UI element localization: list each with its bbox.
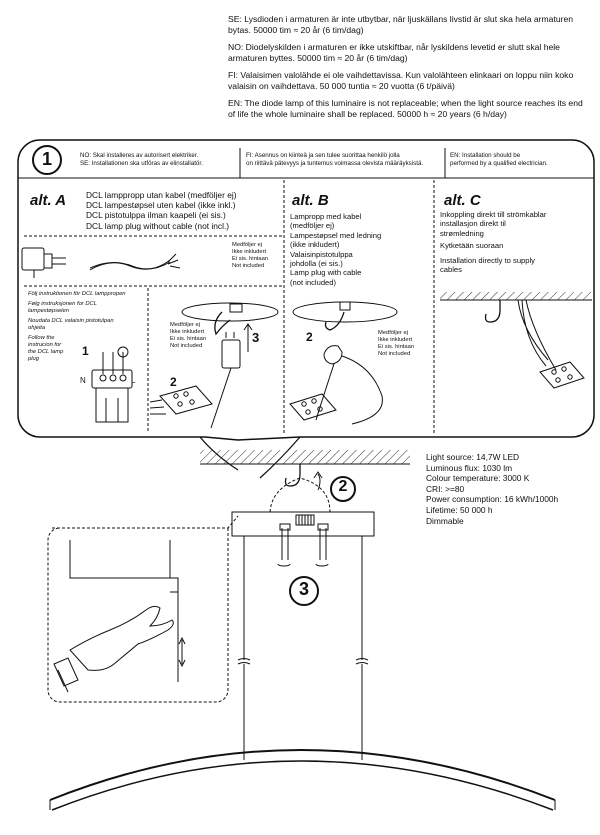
not-included-line: Medföljer ej xyxy=(232,242,262,248)
alt-a-title: alt. A xyxy=(30,192,67,209)
alt-b-line: Lampestøpsel med ledning xyxy=(290,230,382,240)
spec-power-consumption: Power consumption: 16 kWh/1000h xyxy=(426,494,559,505)
neutral-label: N xyxy=(80,376,86,385)
install-note-en-2: performed by a qualified electrician. xyxy=(450,160,548,167)
not-included-line: Ei sis. hintaan xyxy=(170,336,207,342)
alt-b-line: johdolla (ei sis.) xyxy=(290,259,343,269)
alt-b-line: (not included) xyxy=(290,277,337,287)
alt-b-line: (ikke inkludert) xyxy=(290,240,340,250)
alt-c-title: alt. C xyxy=(444,192,481,209)
follow-line: Följ instruktionen för DCL lamppropen xyxy=(28,291,126,297)
not-included-line: Ikke inkludert xyxy=(378,337,413,343)
alt-b-line: Valaisinpistotulppa xyxy=(290,249,353,259)
not-included-line: Medföljer ej xyxy=(378,330,408,336)
install-note-fi-1: FI: Asennus on kiinteä ja sen tulee suor… xyxy=(246,152,400,159)
not-included-line: Not included xyxy=(232,263,265,269)
install-note-en: EN: Installation should be performed by … xyxy=(450,152,590,168)
spec-luminous-flux: Luminous flux: 1030 lm xyxy=(426,462,513,473)
alt-a-follow-instructions: Följ instruktionen för DCL lamppropen Fø… xyxy=(28,291,146,363)
follow-line: Follow the instrucion for the DCL lamp p… xyxy=(28,335,64,362)
spec-dimmable: Dimmable xyxy=(426,515,464,526)
intro-fi: FI: Valaisimen valolähde ei ole vaihdett… xyxy=(228,70,574,91)
alt-a-step-1: 1 xyxy=(82,344,89,358)
alt-a-line: DCL lamppropp utan kabel (medföljer ej) xyxy=(86,190,237,200)
not-included-line: Medföljer ej xyxy=(170,322,200,328)
live-label: L xyxy=(131,376,136,385)
alt-a-description: DCL lamppropp utan kabel (medföljer ej) … xyxy=(86,190,282,231)
step-number: 1 xyxy=(41,149,52,169)
alt-b-step-2: 2 xyxy=(306,330,313,344)
alt-a-step-3: 3 xyxy=(252,330,260,345)
install-note-no-se: NO: Skal installeres av autorisert elekt… xyxy=(80,152,238,168)
not-included-line: Not included xyxy=(378,351,411,357)
alt-a-not-included-2: Medföljer ej Ikke inkludert Ei sis. hint… xyxy=(170,322,230,350)
alt-c-line: cables xyxy=(440,265,462,275)
not-included-line: Ei sis. hintaan xyxy=(378,344,415,350)
intro-no: NO: Diodelyskilden i armaturen er ikke u… xyxy=(228,42,560,63)
spec-lifetime: Lifetime: 50 000 h xyxy=(426,504,493,515)
alt-c-line: installasjon direkt til xyxy=(440,219,506,229)
install-note-fi: FI: Asennus on kiinteä ja sen tulee suor… xyxy=(246,152,444,168)
not-included-line: Ikke inkludert xyxy=(232,249,267,255)
alt-a-line: DCL lamp plug without cable (not incl.) xyxy=(86,220,230,231)
step-3-marker: 3 xyxy=(298,579,309,599)
alt-b-title: alt. B xyxy=(292,192,329,209)
spec-cri: CRI: >=80 xyxy=(426,483,465,494)
alt-c-line: strømledning xyxy=(440,228,484,238)
not-included-line: Ei sis. hintaan xyxy=(232,256,269,262)
intro-notes: SE: Lysdioden i armaturen är inte utbytb… xyxy=(228,14,588,120)
spec-light-source: Light source: 14,7W LED xyxy=(426,452,520,462)
install-note-se: SE: Installationen ska utföras av elinst… xyxy=(80,160,203,167)
install-note-en-1: EN: Installation should be xyxy=(450,152,521,159)
alt-a-line: DCL lampestøpsel uten kabel (ikke inkl.) xyxy=(86,200,236,211)
alt-a-line: DCL pistotulppa ilman kaapeli (ei sis.) xyxy=(86,210,226,221)
alt-b-description: Lampropp med kabel (medföljer ej) Lampes… xyxy=(290,212,432,287)
alt-b-line: (medföljer ej) xyxy=(290,221,335,231)
intro-en: EN: The diode lamp of this luminaire is … xyxy=(228,98,583,119)
install-note-no: NO: Skal installeres av autorisert elekt… xyxy=(80,152,199,159)
not-included-line: Not included xyxy=(170,343,203,349)
intro-se: SE: Lysdioden i armaturen är inte utbytb… xyxy=(228,14,574,35)
alt-c-description: Inkoppling direkt till strömkablar insta… xyxy=(440,210,590,274)
spec-colour-temperature: Colour temperature: 3000 K xyxy=(426,473,530,484)
not-included-line: Ikke inkludert xyxy=(170,329,205,335)
follow-line: Noudata DCL valaisin pistotulpan ohjeita xyxy=(28,318,114,331)
alt-b-not-included: Medföljer ej Ikke inkludert Ei sis. hint… xyxy=(378,330,432,358)
alt-a-not-included-1: Medföljer ej Ikke inkludert Ei sis. hint… xyxy=(232,242,282,270)
install-note-fi-2: on riittävä pätevyys ja tuntemus voimass… xyxy=(246,160,424,167)
alt-a-step-2: 2 xyxy=(170,375,177,389)
alt-b-line: Lampropp med kabel xyxy=(290,212,362,221)
alt-b-line: Lamp plug with cable xyxy=(290,268,362,278)
alt-c-line: Installation directly to supply xyxy=(440,255,535,265)
step-2-marker: 2 xyxy=(338,478,348,495)
alt-c-line: Kytketään suoraan xyxy=(440,241,504,251)
follow-line: Følg instruksjonen for DCL lampestøpsele… xyxy=(28,301,97,314)
spec-list: Light source: 14,7W LED Luminous flux: 1… xyxy=(426,452,596,526)
alt-c-line: Inkoppling direkt till strömkablar xyxy=(440,210,547,219)
